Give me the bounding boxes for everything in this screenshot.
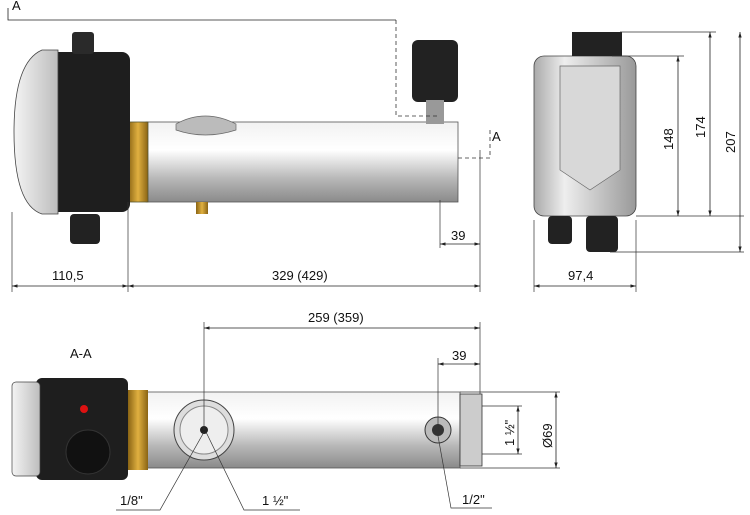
end-cable-gland-right — [586, 216, 618, 252]
brass-nut — [127, 121, 149, 203]
top-knob — [72, 32, 94, 54]
dim-height-148: 148 — [661, 128, 676, 150]
thermostat-dial — [65, 429, 111, 475]
dim-height-174: 174 — [693, 116, 708, 138]
end-cable-gland-left — [548, 216, 572, 244]
sensor-stem — [426, 100, 444, 124]
indicator-led — [80, 405, 88, 413]
section-brass-nut — [128, 390, 148, 470]
drain-fitting — [196, 202, 208, 214]
dim-controller-length: 110,5 — [52, 268, 84, 283]
dim-outlet-offset: 39 — [451, 228, 465, 243]
dim-thread-outlet: 1 ½" — [502, 419, 517, 446]
end-view: 148 174 207 97,4 — [533, 31, 744, 292]
end-top-connector — [572, 32, 622, 56]
dim-body-length: 329 (429) — [272, 268, 328, 283]
dim-width: 97,4 — [568, 268, 593, 283]
section-title: A-A — [70, 346, 92, 361]
dim-section-outlet-offset: 39 — [452, 348, 466, 363]
label-drain-port: 1/2" — [462, 492, 485, 507]
end-front-panel — [559, 65, 621, 191]
label-inlet-port: 1 ½" — [262, 493, 289, 508]
cable-gland — [70, 214, 100, 244]
dim-port-spacing: 259 (359) — [308, 310, 364, 325]
outlet-thread — [459, 393, 483, 467]
dim-height-207: 207 — [723, 131, 738, 153]
dim-diameter: Ø69 — [540, 423, 555, 448]
section-view: A-A 259 (359) 39 1 ½" Ø69 1/8" 1 ½" 1/2" — [11, 310, 560, 511]
controller-cap — [13, 49, 59, 215]
section-cap — [11, 381, 41, 477]
label-sensor-port: 1/8" — [120, 493, 143, 508]
side-view: A A 110,5 329 (429) 39 — [7, 0, 501, 292]
sensor-connector — [412, 40, 458, 102]
section-mark-a-top: A — [12, 0, 21, 13]
controller-housing — [40, 52, 130, 212]
inlet-port — [175, 115, 237, 136]
heater-tube — [145, 121, 459, 203]
section-mark-a-right: A — [492, 129, 501, 144]
